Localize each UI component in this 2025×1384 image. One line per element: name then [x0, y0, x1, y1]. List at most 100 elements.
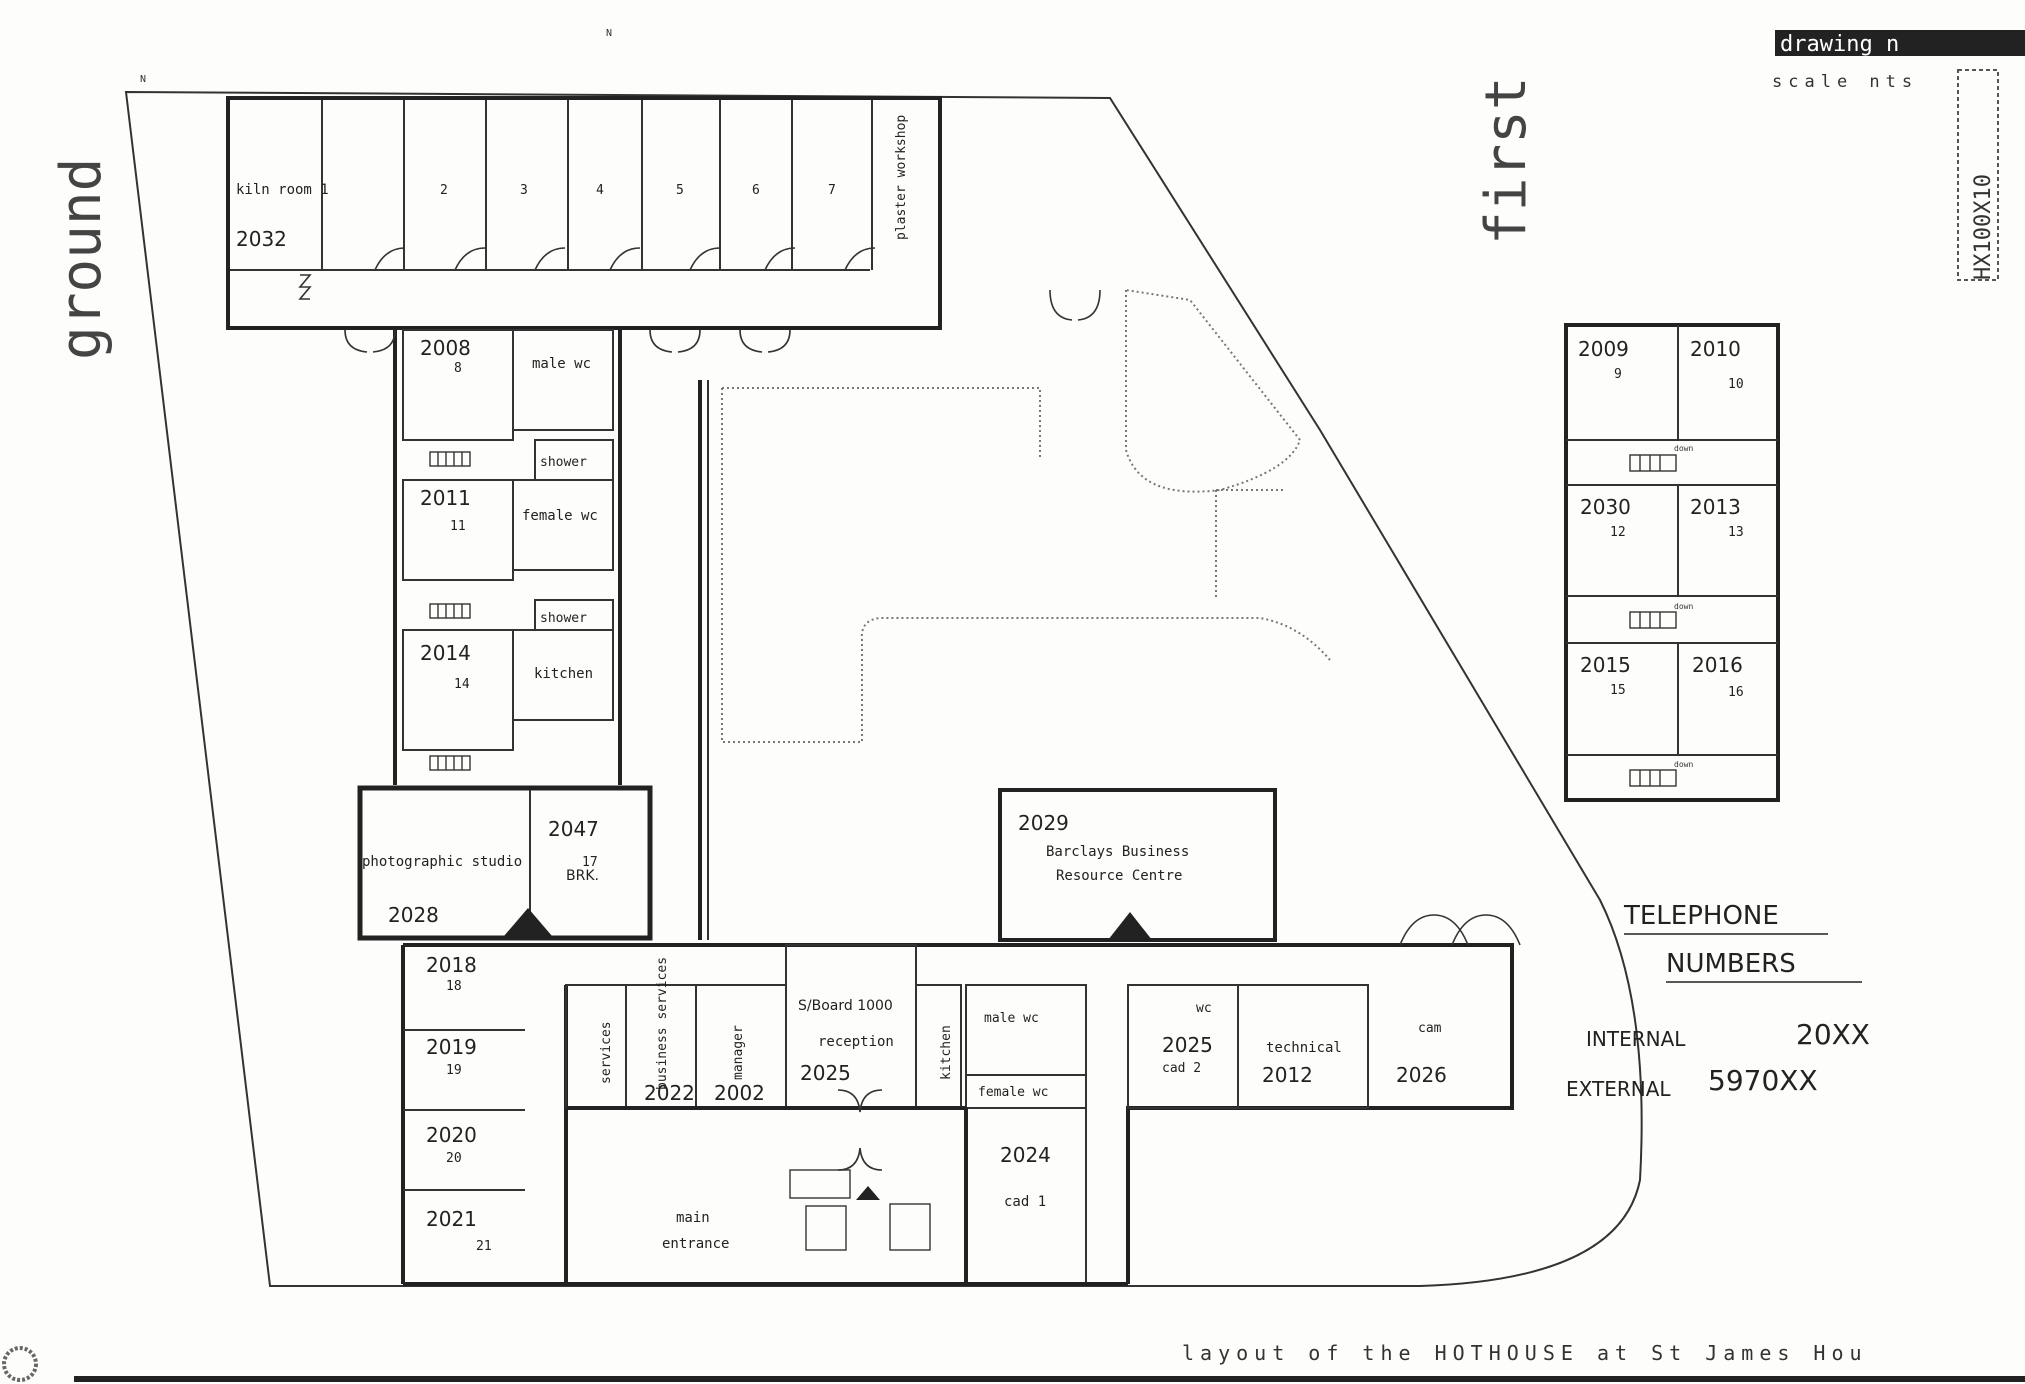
kiln-studio-6: 6	[752, 183, 760, 198]
scale-label: scale nts	[1772, 72, 1918, 92]
drawing-header: drawing n scale nts HX100X10	[1772, 30, 2025, 281]
first-room-15-tel: 2015	[1580, 653, 1631, 677]
first-floor-block: 2009 9 2010 10 2030 12 2013 13 2015 15 2…	[1564, 323, 1780, 802]
stair-down-label-1: down	[1674, 444, 1693, 453]
barclays-tel: 2029	[1018, 811, 1069, 835]
female-wc-label: female wc	[522, 508, 598, 524]
main-entrance-label-1: main	[676, 1210, 710, 1226]
shower-label-2: shower	[540, 611, 587, 626]
barclays-centre: 2029 Barclays Business Resource Centre	[998, 788, 1277, 942]
plaster-workshop-label: plaster workshop	[894, 115, 909, 240]
barclays-label-1: Barclays Business	[1046, 844, 1189, 860]
drawing-code: HX100X10	[1971, 174, 1996, 280]
room-18-number: 18	[446, 979, 462, 994]
room-17-number: 17	[582, 855, 598, 870]
kiln-studio-4: 4	[596, 183, 604, 198]
kiln-studio-3: 3	[520, 183, 528, 198]
stair-down-label-2: down	[1674, 602, 1693, 611]
kiln-room-tel: 2032	[236, 227, 287, 251]
corridor-walls	[344, 289, 1101, 940]
reception-tel: 2025	[800, 1061, 851, 1085]
telephone-title-2: NUMBERS	[1666, 949, 1796, 979]
room-20-number: 20	[446, 1151, 462, 1166]
studio-block: photographic studio 2028 2047 17 BRK.	[357, 785, 653, 941]
lower-wing: 2018 18 2019 19 2020 20 2021 21 services…	[401, 914, 1521, 1286]
kiln-row: kiln room 1 2032 2 3 4 5 6 7 plaster wor…	[226, 96, 942, 330]
business-services-label: business services	[655, 957, 670, 1090]
reception-label: reception	[818, 1034, 894, 1050]
first-room-10-tel: 2010	[1690, 337, 1741, 361]
main-entrance-label-2: entrance	[662, 1236, 729, 1252]
ground-floor-title: ground	[49, 158, 114, 360]
barclays-label-2: Resource Centre	[1056, 868, 1182, 884]
stair-icon	[429, 451, 471, 771]
first-room-15-number: 15	[1610, 683, 1626, 698]
reception-tel-note: S/Board 1000	[798, 998, 893, 1014]
room-17-note: BRK.	[566, 868, 599, 884]
internal-value: 20XX	[1796, 1018, 1870, 1051]
room-11-tel: 2011	[420, 486, 471, 510]
room-17-tel: 2047	[548, 817, 599, 841]
business-services-tel: 2022	[644, 1081, 695, 1105]
technical-tel: 2012	[1262, 1063, 1313, 1087]
telephone-title-1: TELEPHONE	[1623, 901, 1779, 931]
first-room-13-number: 13	[1728, 525, 1744, 540]
room-14-tel: 2014	[420, 641, 471, 665]
room-14-number: 14	[454, 677, 470, 692]
courtyard-outline	[721, 288, 1331, 743]
cad-1-tel: 2024	[1000, 1143, 1051, 1167]
site-boundary	[124, 90, 1643, 1287]
footer-title: layout of the HOTHOUSE at St James Hou	[1182, 1341, 1868, 1365]
north-mark: N	[140, 74, 146, 85]
first-room-12-number: 12	[1610, 525, 1626, 540]
cam-tel: 2026	[1396, 1063, 1447, 1087]
room-19-number: 19	[446, 1063, 462, 1078]
services-label: services	[599, 1021, 614, 1084]
kitchen-2-label: kitchen	[939, 1025, 954, 1080]
room-21-tel: 2021	[426, 1207, 477, 1231]
room-20-tel: 2020	[426, 1123, 477, 1147]
photographic-studio-label: photographic studio	[362, 854, 522, 870]
north-mark-top: N	[606, 28, 612, 39]
male-wc-2-label: male wc	[984, 1011, 1039, 1026]
manager-tel: 2002	[714, 1081, 765, 1105]
female-wc-2-label: female wc	[978, 1085, 1048, 1100]
first-room-16-number: 16	[1728, 685, 1744, 700]
external-value: 5970XX	[1708, 1064, 1818, 1097]
left-column: 2008 8 male wc shower 2011 11 female wc …	[402, 329, 614, 771]
photographic-studio-tel: 2028	[388, 903, 439, 927]
sheet-footer: layout of the HOTHOUSE at St James Hou	[2, 1341, 2025, 1382]
first-room-9-tel: 2009	[1578, 337, 1629, 361]
first-room-13-tel: 2013	[1690, 495, 1741, 519]
cad-1-label: cad 1	[1004, 1194, 1046, 1210]
cad-2-tel: 2025	[1162, 1033, 1213, 1057]
room-18-tel: 2018	[426, 953, 477, 977]
room-19-tel: 2019	[426, 1035, 477, 1059]
stair-down-label-3: down	[1674, 760, 1693, 769]
room-11-number: 11	[450, 519, 466, 534]
first-room-12-tel: 2030	[1580, 495, 1631, 519]
shower-label-1: shower	[540, 455, 587, 470]
first-room-10-number: 10	[1728, 377, 1744, 392]
telephone-numbers-note: TELEPHONE NUMBERS INTERNAL 20XX EXTERNAL…	[1566, 901, 1870, 1101]
manager-label: manager	[731, 1025, 746, 1080]
technical-label: technical	[1266, 1040, 1342, 1056]
first-room-9-number: 9	[1614, 367, 1622, 382]
cam-label: cam	[1418, 1021, 1442, 1036]
first-floor-stair-icon	[1629, 454, 1677, 787]
room-8-tel: 2008	[420, 336, 471, 360]
kiln-studio-2: 2	[440, 183, 448, 198]
barclays-entrance-arrow	[1108, 912, 1152, 940]
male-wc-label: male wc	[532, 356, 591, 372]
internal-label: INTERNAL	[1586, 1027, 1686, 1051]
wc-label: wc	[1196, 1001, 1212, 1016]
room-8-number: 8	[454, 361, 462, 376]
kiln-room-label: kiln room 1	[236, 182, 329, 198]
kiln-studio-5: 5	[676, 183, 684, 198]
drawing-number-label: drawing n	[1780, 32, 1899, 57]
kiln-studio-7: 7	[828, 183, 836, 198]
entrance-arrow	[504, 908, 552, 936]
first-room-16-tel: 2016	[1692, 653, 1743, 677]
cad-2-label: cad 2	[1162, 1061, 1201, 1076]
